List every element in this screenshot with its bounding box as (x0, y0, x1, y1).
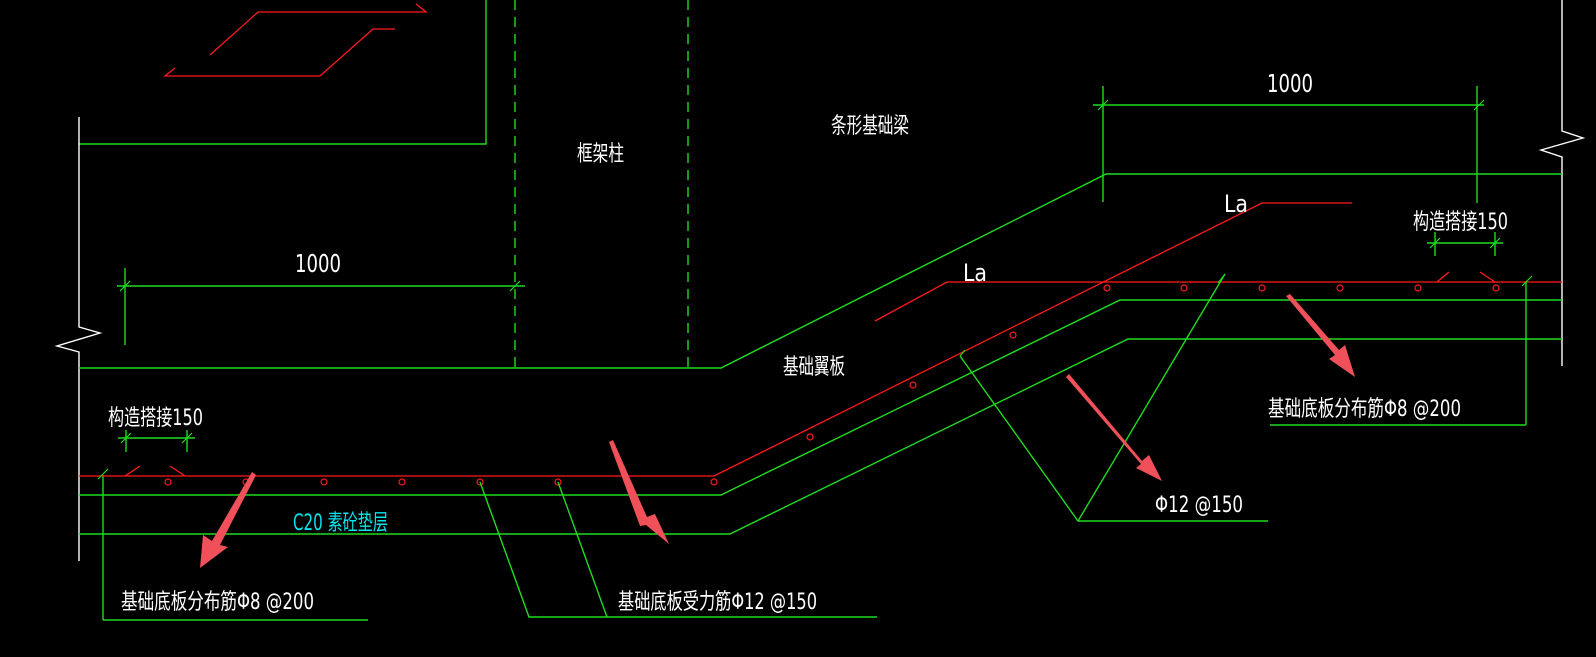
dimension-right-1000: 1000 (1093, 69, 1485, 203)
lap-dimension-right: 构造搭接150 (1413, 210, 1508, 256)
dimension-left-value: 1000 (295, 249, 341, 278)
arrow-left-distribution-icon (200, 472, 256, 568)
label-cushion-layer: C20 素砼垫层 (293, 511, 388, 536)
annotation-left-distribution-rebar: 基础底板分布筋Φ8 @200 (121, 590, 314, 615)
label-foundation-wing-plate: 基础翼板 (783, 355, 845, 380)
break-line-right (1538, 0, 1586, 366)
arrow-main-rebar-icon (609, 440, 669, 544)
break-line-left (54, 117, 103, 561)
lap-dimension-left: 构造搭接150 (108, 406, 203, 452)
annotation-arrows (200, 294, 1355, 568)
label-frame-column: 框架柱 (577, 142, 624, 167)
leader-lines (103, 273, 1526, 621)
foundation-outline (79, 173, 1562, 620)
label-anchorage-left: La (963, 259, 987, 287)
label-anchorage-right: La (1224, 190, 1248, 218)
frame-outline-left (79, 0, 689, 367)
annotation-right-distribution-rebar: 基础底板分布筋Φ8 @200 (1268, 397, 1461, 422)
rebar-lines (79, 202, 1562, 477)
arrow-slope-rebar-icon (1066, 374, 1162, 481)
dimension-left-1000: 1000 (117, 249, 525, 345)
rebar-sketch-top-left (163, 3, 428, 77)
distribution-rebar-dots (164, 284, 1500, 486)
label-strip-foundation-beam: 条形基础梁 (831, 114, 909, 139)
lap-label-left: 构造搭接150 (108, 406, 203, 431)
annotation-slope-rebar: Φ12 @150 (1155, 493, 1243, 518)
dimension-right-value: 1000 (1267, 69, 1313, 98)
arrow-right-distribution-icon (1286, 294, 1355, 377)
annotation-main-rebar: 基础底板受力筋Φ12 @150 (618, 590, 817, 615)
lap-label-right: 构造搭接150 (1413, 210, 1508, 235)
